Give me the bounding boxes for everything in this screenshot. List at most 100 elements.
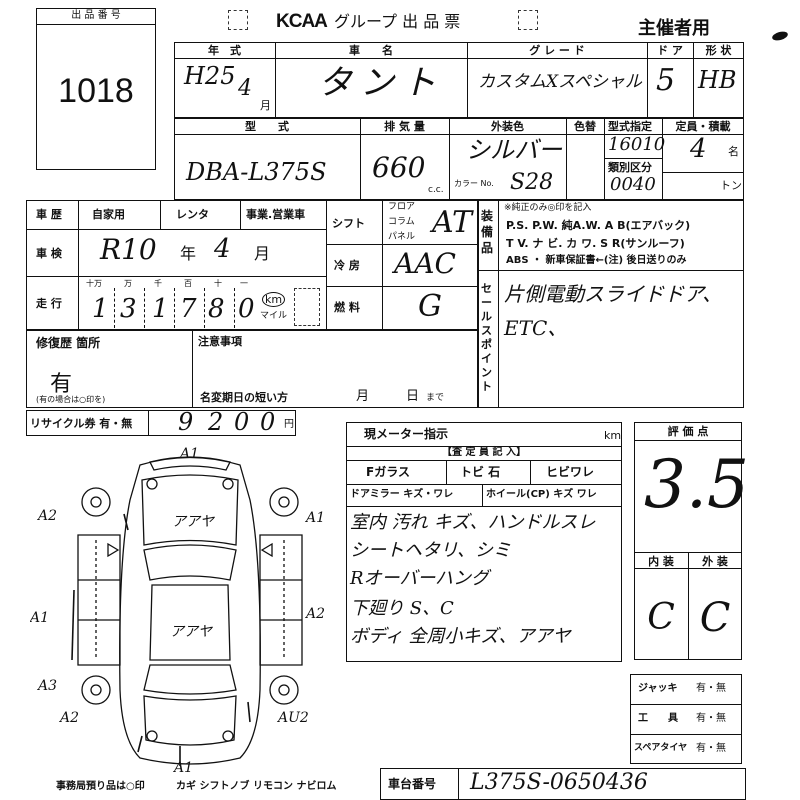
grade-label: グ レ ー ド [529, 44, 585, 57]
deadline-label: 名変期日の短い方 [200, 391, 288, 404]
category-value: 0040 [610, 174, 656, 195]
repair-value: 有 [50, 372, 73, 397]
recycle-label: リサイクル券 有・無 [30, 417, 133, 430]
mileage-digit: 3 [120, 294, 137, 324]
damage-label: A1 [178, 446, 199, 462]
spare-yesno: 有・無 [696, 743, 726, 754]
meter-label: 現メーター指示 [364, 427, 449, 441]
score-value: 3.5 [644, 446, 749, 523]
category-label: 類別区分 [608, 161, 652, 174]
mileage-digit: 1 [92, 294, 109, 324]
color-no-value: S28 [510, 170, 554, 195]
equipment-line3: ABS ・ 新車保証書←(注) 後日送りのみ [506, 255, 687, 266]
tool-yesno: 有・無 [696, 713, 726, 724]
shift-panel: パネル [388, 232, 416, 242]
mileage-digit: 1 [152, 294, 169, 324]
model-spec-value: 16010 [608, 134, 666, 155]
inspector-note: 下廻り S、C [350, 598, 454, 619]
interior-value: C [647, 597, 675, 638]
shift-column: コラム [388, 217, 415, 227]
mileage-check-box [294, 288, 320, 326]
meter-km: km [604, 429, 622, 442]
doors-label: ド ア [657, 44, 683, 57]
sales-point-2: ETC、 [504, 316, 568, 340]
recycle-digit: 9 [178, 408, 194, 436]
grade-value: カスタムXスペシャル [478, 72, 642, 92]
damage-label: AU2 [276, 710, 309, 726]
fglass-label: Fガラス [366, 465, 410, 479]
damage-label: アアヤ [170, 624, 214, 640]
sales-point-1: 片側電動スライドドア、 [504, 282, 722, 306]
capacity-unit: 名 [728, 145, 739, 158]
shift-value: AT [432, 205, 473, 240]
history-rental: レンタ [176, 208, 209, 221]
damage-label: A2 [58, 710, 79, 726]
color-change-label: 色替 [574, 120, 596, 133]
inspector-note: ボディ 全周小キズ、アアヤ [350, 626, 571, 647]
year-value: H25 [184, 62, 236, 90]
inspector-note: シートヘタリ、シミ [350, 540, 511, 561]
fuel-value: G [418, 289, 442, 324]
chassis-value: L375S-0650436 [470, 770, 648, 795]
hibi-label: ヒビワレ [546, 465, 595, 479]
car-name-label: 車 名 [349, 44, 393, 57]
cc-unit: c.c. [428, 185, 444, 195]
recycle-unit: 円 [284, 419, 294, 430]
month-value: 4 [238, 76, 252, 101]
color-label: 外装色 [491, 120, 524, 133]
recycle-digit: 2 [208, 408, 224, 436]
exterior-value: C [699, 595, 731, 641]
equipment-note: ※純正のみ◎印を記入 [504, 203, 592, 213]
lot-number-box [36, 8, 156, 170]
jack-yesno: 有・無 [696, 683, 726, 694]
deadline-made: まで [426, 393, 445, 403]
inspection-month-unit: 月 [254, 244, 271, 263]
sales-point-label: セールスポイント [481, 282, 492, 393]
ac-value: AAC [394, 247, 456, 280]
equipment-line2: T V. ナ ビ. カ ワ. S R(サンルーフ) [506, 237, 685, 250]
interior-label: 内 装 [648, 555, 674, 568]
ac-label: 冷 房 [334, 259, 360, 272]
lot-number-label: 出 品 番 号 [71, 10, 121, 21]
recycle-digit: 0 [260, 408, 276, 436]
year-label: 年 式 [208, 44, 241, 57]
load-unit: トン [720, 179, 742, 192]
mileage-digit: 0 [238, 294, 255, 324]
mileage-label: 走 行 [36, 297, 62, 310]
damage-label: A3 [36, 678, 57, 694]
organizer-label: 主催者用 [638, 18, 710, 39]
inspection-year-unit: 年 [180, 244, 197, 263]
damage-label: A1 [30, 610, 49, 626]
mileage-digit: 7 [180, 294, 197, 324]
equipment-line1: P.S. P.W. 純A.W. A B(エアバック) [506, 219, 691, 232]
damage-label: A2 [36, 508, 57, 524]
score-label: 評 価 点 [667, 425, 709, 438]
car-name-value: タント [318, 63, 444, 103]
recycle-digit: 0 [234, 408, 250, 436]
tobi-label: トビ 石 [460, 465, 501, 479]
wheel-label: ホイール(CP) キズ ワレ [486, 489, 597, 500]
fuel-label: 燃 料 [334, 301, 360, 314]
color-value: シルバー [466, 136, 562, 164]
damage-label: A1 [172, 760, 193, 776]
chassis-label: 車台番号 [388, 777, 437, 791]
km-label: km [262, 292, 286, 307]
spare-label: スペアタイヤ [634, 743, 688, 753]
model-label: 型 式 [245, 120, 289, 133]
checkbox-icon [518, 10, 538, 30]
digit-header-100k: 十万 [86, 279, 102, 288]
car-damage-diagram: A1 A2 A1 A1 A2 A3 A2 AU2 A1 アアヤ アアヤ [30, 446, 325, 776]
shift-label: シフト [332, 217, 365, 230]
deadline-month: 月 [356, 389, 370, 404]
deposit-label: 事務局預り品は○印 [56, 781, 145, 792]
digit-header-100: 百 [184, 279, 192, 288]
shape-label: 形 状 [705, 44, 732, 57]
form-title: グループ 出 品 票 [334, 12, 461, 31]
damage-label: A1 [304, 510, 325, 526]
inspector-note: Rオーバーハング [350, 568, 490, 589]
jack-label: ジャッキ [638, 683, 678, 694]
displacement-value: 660 [372, 151, 426, 184]
mirror-label: ドアミラー キズ・ワレ [350, 489, 454, 500]
exterior-label: 外 装 [702, 555, 728, 568]
equipment-label: 装備品 [481, 209, 494, 255]
